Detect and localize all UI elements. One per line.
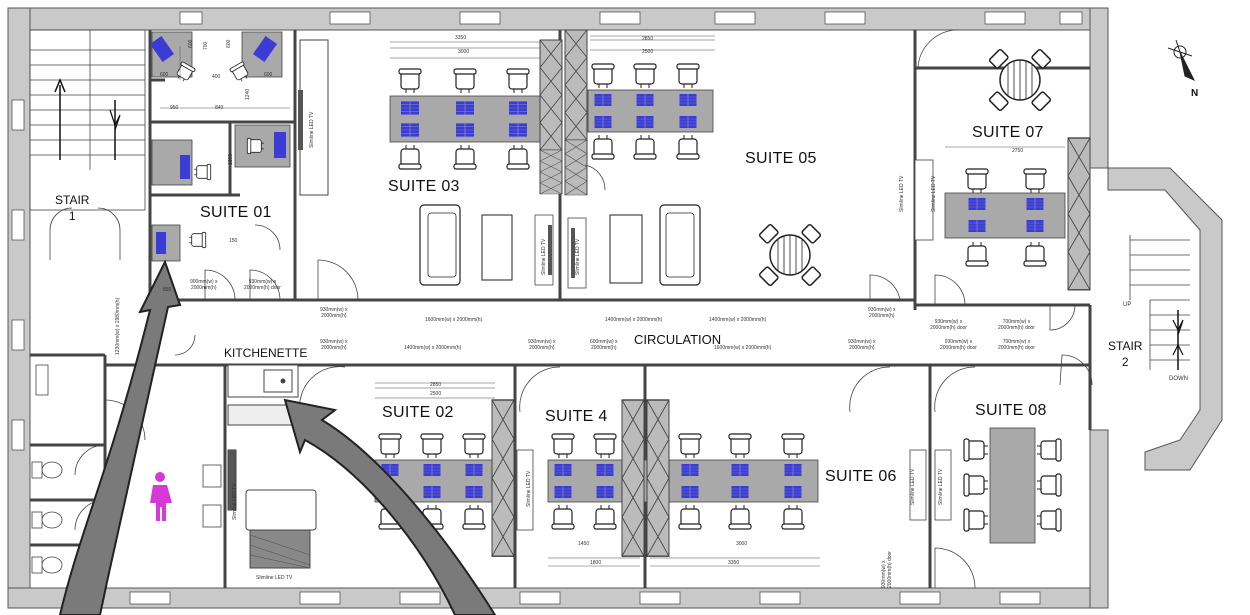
door-label-bot-7: 930mm(w) x 2000mm(h) door [940, 339, 977, 351]
tv-label-suite08: Slimline LED TV [938, 468, 944, 505]
dim-400: 400 [212, 74, 221, 80]
dim-1450: 1450 [578, 541, 590, 547]
stair-2-label: STAIR 2 [1108, 339, 1143, 369]
suite-03-label: SUITE 03 [388, 178, 460, 196]
dim-600-b: 600 [188, 39, 194, 48]
suite-05-furniture [564, 29, 901, 307]
dim-600-d: 600 [264, 72, 273, 78]
door-label-stair1: 1230mm(w) x 1980mm(h) [115, 297, 121, 355]
dim-950: 950 [170, 105, 179, 111]
dim-850: 850 [163, 287, 172, 293]
tv-label-suite03b: Slimline LED TV [541, 238, 547, 275]
tv-label-suite03: Slimline LED TV [309, 111, 315, 148]
dim-150: 150 [229, 238, 238, 244]
kitchenette-fittings [227, 364, 317, 569]
dim-2850-bottom: 2850 [430, 382, 442, 388]
compass-n-label: N [1191, 88, 1199, 99]
door-label-bot-8: 700mm(w) x 2000mm(h) door [998, 339, 1035, 351]
door-label-bot-5: 1600mm(w) x 2000mm(h) [714, 345, 772, 351]
tv-label-suite05: Slimline LED TV [575, 238, 581, 275]
suite-05-label: SUITE 05 [745, 150, 817, 168]
tv-label-kitchen: Slimline LED TV [232, 483, 238, 520]
suite-03-furniture [298, 39, 563, 286]
kitchenette-label: KITCHENETTE [224, 346, 308, 360]
dim-1240: 1240 [245, 88, 251, 100]
suite-02-label: SUITE 02 [382, 404, 454, 422]
suite-07-furniture [914, 28, 1091, 306]
windows [11, 11, 1083, 605]
dim-2500-top: 2500 [642, 49, 654, 55]
door-label-top-5: 930mm(w) x 2000mm(h) [868, 307, 896, 319]
stair-1-steps [29, 29, 146, 260]
suite-06-label: SUITE 06 [825, 468, 897, 486]
dimension-lines [160, 35, 1065, 567]
female-toilet-icon [150, 472, 172, 521]
door-label-suite01-b: 930mm(w) x 2000mm(h) door [244, 279, 281, 291]
door-label-top-6: 930mm(w) x 2000mm(h) door [930, 319, 967, 331]
dim-3000-bottom: 3000 [736, 541, 748, 547]
tv-label-suite07a: Slimline LED TV [899, 175, 905, 212]
dim-3000: 3000 [458, 49, 470, 55]
dim-3350-bottom: 3350 [728, 560, 740, 566]
suite-07-label: SUITE 07 [972, 124, 1044, 142]
door-label-top-1: 930mm(w) x 2000mm(h) [320, 307, 348, 319]
access-arrows [58, 259, 497, 615]
circulation-doors [174, 259, 1076, 356]
suite-4-06-furniture [519, 366, 927, 559]
dim-600-c: 600 [226, 39, 232, 48]
dim-1800: 1800 [590, 560, 602, 566]
circulation-label: CIRCULATION [634, 332, 722, 347]
toilet-block [31, 364, 222, 574]
dim-840: 840 [215, 105, 224, 111]
tv-label-suite07b: Slimline LED TV [931, 175, 937, 212]
stair-2-steps [1059, 235, 1190, 386]
suite-01-workstations [149, 31, 291, 301]
door-label-top-4: 1400mm(w) x 2000mm(h) [709, 317, 767, 323]
stair-1-label: STAIR 1 [55, 193, 90, 223]
door-label-bot-3: 930mm(w) x 2000mm(h) [528, 339, 556, 351]
door-label-top-2: 1600mm(w) x 2000mm(h) [425, 317, 483, 323]
north-arrow [1167, 39, 1196, 82]
stair-down-label: DOWN [1169, 376, 1188, 382]
suite-01-label: SUITE 01 [200, 204, 272, 222]
suite-08-label: SUITE 08 [975, 402, 1047, 420]
tv-label-kitchen-bottom: Slimline LED TV [256, 575, 293, 581]
stair-up-label: UP [1123, 302, 1132, 308]
tv-label-suite02: Slimline LED TV [526, 470, 532, 507]
dim-1300: 1300 [228, 153, 234, 165]
door-label-bot-4: 600mm(w) x 2000mm(h) [590, 339, 618, 351]
dim-700: 700 [203, 41, 209, 50]
dim-2750: 2750 [1012, 148, 1024, 154]
dim-2500-bottom: 2500 [430, 391, 442, 397]
door-label-top-3: 1400mm(w) x 2000mm(h) [605, 317, 663, 323]
dim-2850-top: 2850 [642, 36, 654, 42]
suite-4-label: SUITE 4 [545, 408, 608, 426]
door-label-suite08: 930mm(w) x 2000mm(h) door [881, 551, 893, 588]
suite-08-furniture [934, 366, 1062, 589]
door-label-bot-1: 930mm(w) x 2000mm(h) [320, 339, 348, 351]
door-label-bot-2: 1400mm(w) x 2000mm(h) [404, 345, 462, 351]
tv-label-suite06: Slimline LED TV [910, 468, 916, 505]
dim-3350-top: 3350 [455, 35, 467, 41]
door-label-suite01-a: 900mm(w) x 2000mm(h) [190, 279, 218, 291]
dim-600-a: 600 [160, 72, 169, 78]
door-label-bot-6: 930mm(w) x 2000mm(h) [848, 339, 876, 351]
door-label-top-7: 700mm(w) x 2000mm(h) door [998, 319, 1035, 331]
